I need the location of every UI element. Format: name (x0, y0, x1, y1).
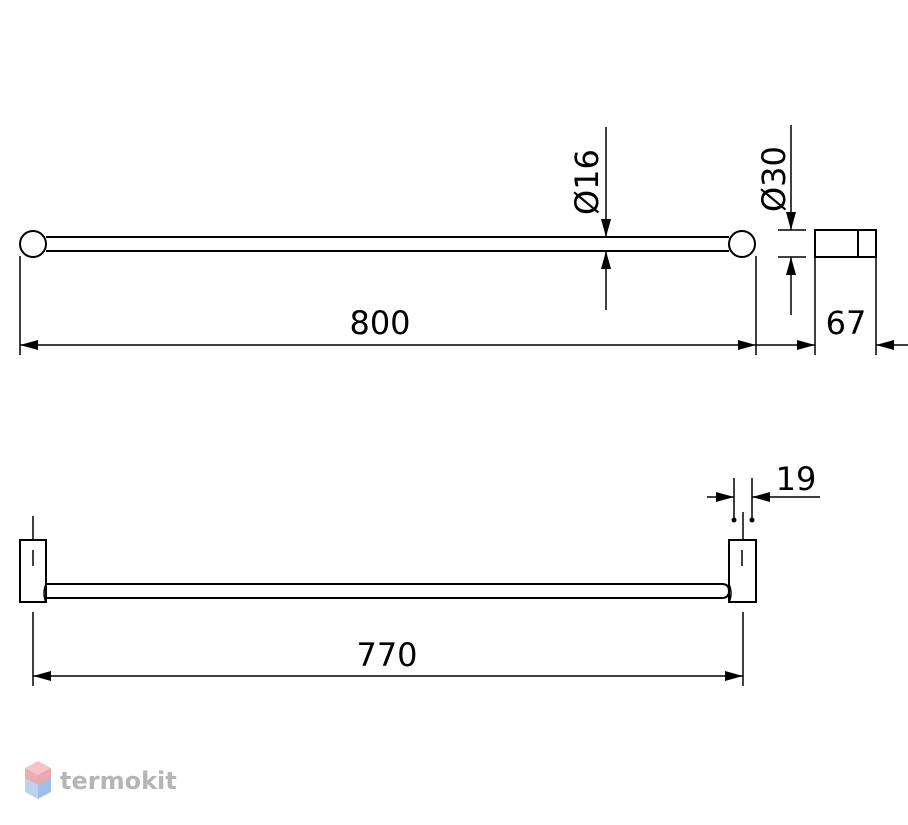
front-bar (46, 583, 731, 599)
label-19: 19 (776, 460, 817, 498)
arrow-19-left (716, 492, 734, 502)
left-bar-joint (43, 583, 47, 603)
side-mount (814, 229, 877, 258)
dimension-800: 800 (19, 256, 757, 355)
arrow-right (738, 340, 756, 350)
label-dia16: Ø16 (568, 149, 606, 215)
top-view (19, 229, 877, 258)
dot-19-left (731, 517, 737, 523)
arrow-770-left (33, 671, 51, 681)
dimension-mount-diameter: Ø30 (755, 125, 806, 315)
dot-19-right (749, 517, 755, 523)
termokit-logo-text: termokit (60, 767, 177, 795)
dia16-arrow-down (601, 219, 611, 237)
right-end-cap (728, 230, 756, 258)
arrow-67-left (797, 340, 815, 350)
left-mount (19, 539, 47, 603)
label-dia30: Ø30 (755, 146, 793, 212)
label-67: 67 (826, 304, 867, 342)
dia30-arrow-up (786, 257, 796, 275)
dimension-bar-diameter: Ø16 (568, 127, 611, 310)
label-800: 800 (349, 304, 410, 342)
arrow-19-right (752, 492, 770, 502)
arrow-left (20, 340, 38, 350)
arrow-770-right (725, 671, 743, 681)
dimension-67: 67 (756, 257, 908, 355)
dimension-770: 770 (32, 612, 744, 686)
right-mount (728, 539, 757, 603)
dia30-arrow-down (786, 212, 796, 230)
termokit-watermark: termokit (25, 761, 177, 799)
right-bar-joint (728, 583, 732, 603)
label-770: 770 (356, 636, 417, 674)
termokit-logo-icon (25, 761, 51, 799)
arrow-67-right (876, 340, 894, 350)
dimension-19: 19 (707, 460, 820, 540)
left-end-cap (19, 230, 47, 258)
dia16-arrow-up (601, 251, 611, 269)
front-view (19, 516, 757, 603)
